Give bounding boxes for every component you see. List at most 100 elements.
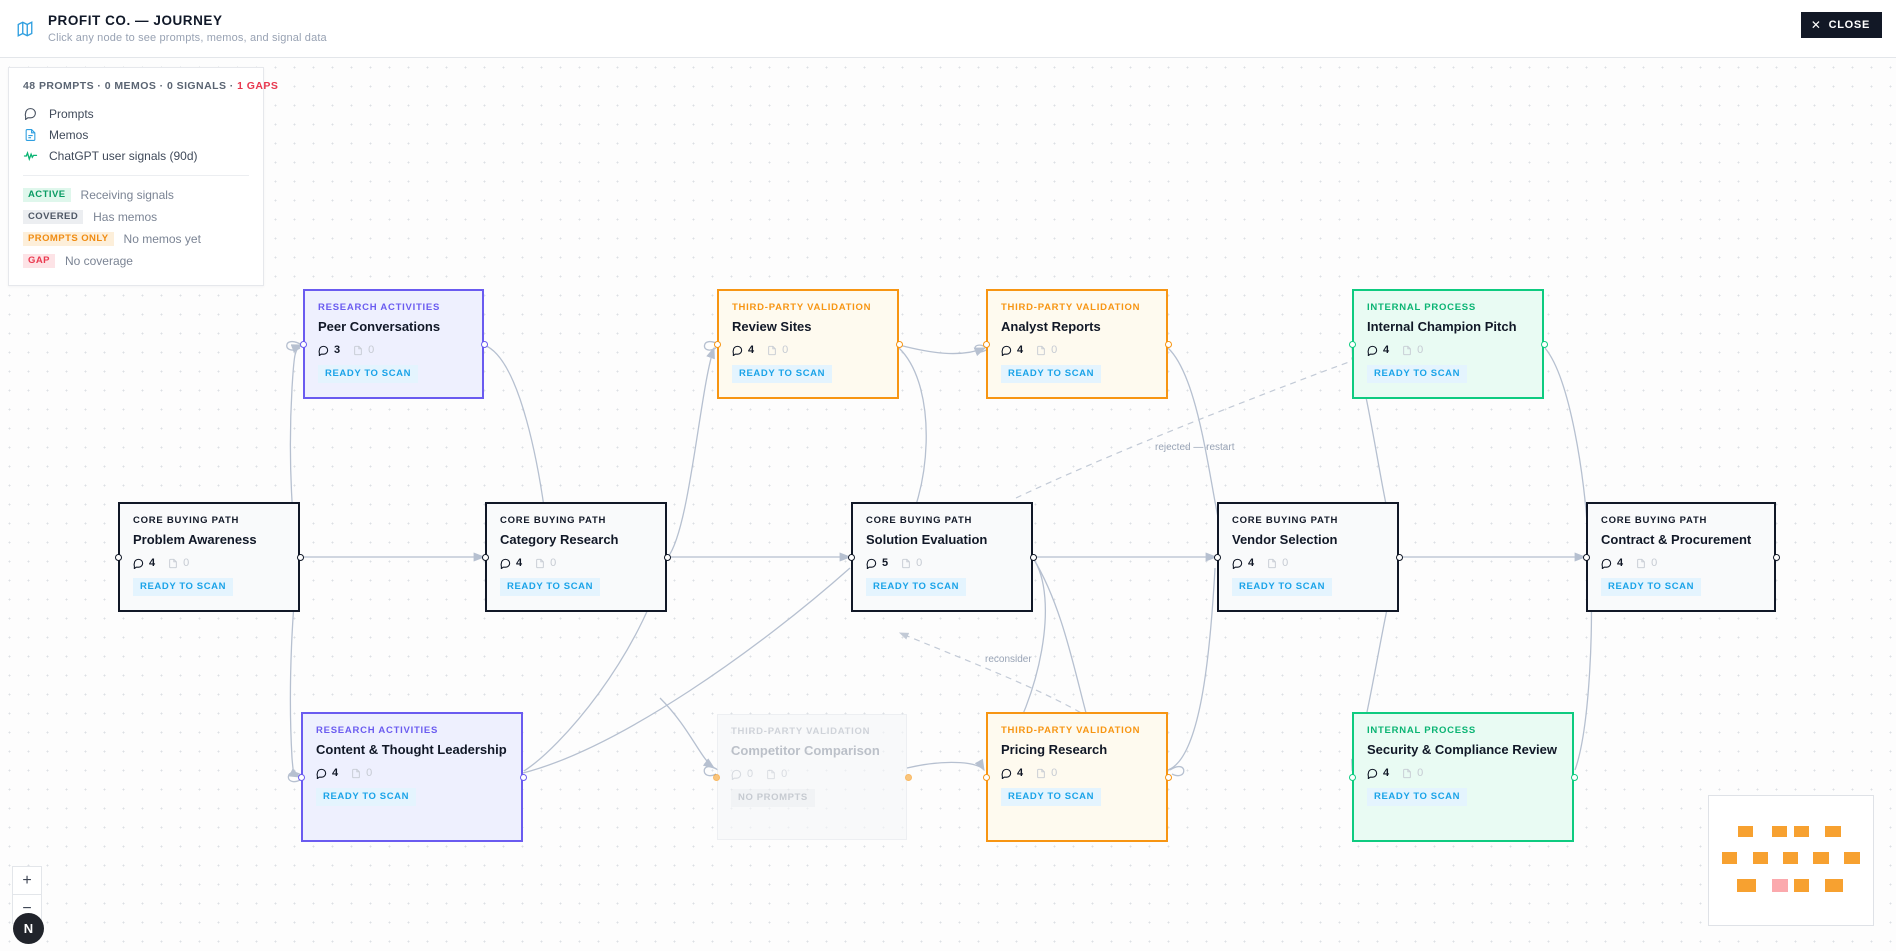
node-memo-count: 0 xyxy=(767,344,788,356)
node-port-left[interactable] xyxy=(982,773,990,781)
node-memo-count: 0 xyxy=(1036,344,1057,356)
node-prompt-value: 3 xyxy=(334,344,341,356)
page-subtitle: Click any node to see prompts, memos, an… xyxy=(48,31,327,44)
node-prompt-count: 4 xyxy=(500,557,522,569)
journey-canvas[interactable]: rejected — restart reconsider 48 PROMPTS… xyxy=(0,58,1896,951)
map-icon xyxy=(14,18,36,40)
node-port-left[interactable] xyxy=(297,773,305,781)
node-prompt-value: 4 xyxy=(332,767,339,779)
node-title: Category Research xyxy=(500,532,619,547)
node-port-left[interactable] xyxy=(847,553,855,561)
node-category-label: CORE BUYING PATH xyxy=(1601,515,1708,526)
minimap-nodes xyxy=(1709,796,1873,925)
node-port-right[interactable] xyxy=(895,340,903,348)
node-port-right[interactable] xyxy=(663,553,671,561)
node-title: Security & Compliance Review xyxy=(1367,742,1558,757)
status-badge-covered: COVERED xyxy=(23,209,84,225)
node-prompt-count: 4 xyxy=(1001,344,1023,356)
node-port-left[interactable] xyxy=(299,340,307,348)
node-title: Peer Conversations xyxy=(318,319,441,334)
minimap-node xyxy=(1771,825,1787,837)
node-port-left[interactable] xyxy=(1348,773,1356,781)
node-memo-count: 0 xyxy=(1402,767,1423,779)
node-port-left[interactable] xyxy=(114,553,122,561)
node-category-label: RESEARCH ACTIVITIES xyxy=(318,302,441,313)
minimap-node xyxy=(1794,879,1810,893)
minimap-node xyxy=(1824,825,1841,837)
status-badge-active: ACTIVE xyxy=(23,187,71,203)
node-port-right[interactable] xyxy=(1772,553,1780,561)
node-prompt-value: 4 xyxy=(1248,557,1255,569)
legend-label-memos: Memos xyxy=(49,127,89,142)
node-memo-count: 0 xyxy=(1402,344,1423,356)
zoom-in-button[interactable]: + xyxy=(13,867,41,895)
legend-badge-row-covered: COVERED Has memos xyxy=(23,206,249,228)
node-prompt-count: 4 xyxy=(1001,767,1023,779)
node-memo-count: 0 xyxy=(353,344,374,356)
status-badge-gap: GAP xyxy=(23,253,55,269)
node-status-badge: READY TO SCAN xyxy=(1001,365,1102,383)
node-port-left[interactable] xyxy=(712,773,720,781)
node-port-right[interactable] xyxy=(1395,553,1403,561)
node-category-label: CORE BUYING PATH xyxy=(133,515,240,526)
node-port-right[interactable] xyxy=(904,773,912,781)
node-title: Solution Evaluation xyxy=(866,532,988,547)
minimap[interactable] xyxy=(1708,795,1874,926)
node-port-right[interactable] xyxy=(1570,773,1578,781)
node-category-label: INTERNAL PROCESS xyxy=(1367,302,1476,313)
node-prompt-count: 4 xyxy=(732,344,754,356)
minimap-node xyxy=(1722,852,1738,864)
node-memo-value: 0 xyxy=(183,557,190,569)
minimap-node xyxy=(1813,852,1829,864)
node-prompt-value: 4 xyxy=(149,557,156,569)
node-port-right[interactable] xyxy=(1164,340,1172,348)
node-port-left[interactable] xyxy=(982,340,990,348)
node-port-right[interactable] xyxy=(1164,773,1172,781)
node-port-left[interactable] xyxy=(1348,340,1356,348)
legend-badge-row-gap: GAP No coverage xyxy=(23,250,249,272)
node-title: Internal Champion Pitch xyxy=(1367,319,1517,334)
minimap-node xyxy=(1794,825,1810,837)
node-port-right[interactable] xyxy=(519,773,527,781)
minimap-node xyxy=(1752,852,1768,864)
node-port-left[interactable] xyxy=(481,553,489,561)
brand-avatar[interactable]: N xyxy=(13,913,44,944)
close-icon: ✕ xyxy=(1810,18,1822,32)
node-title: Analyst Reports xyxy=(1001,319,1101,334)
node-status-badge: READY TO SCAN xyxy=(1367,365,1468,383)
node-memo-value: 0 xyxy=(782,344,789,356)
node-memo-value: 0 xyxy=(366,767,373,779)
close-button[interactable]: ✕ CLOSE xyxy=(1800,12,1882,38)
node-prompt-count: 4 xyxy=(316,767,338,779)
minimap-node xyxy=(1844,852,1860,864)
node-port-right[interactable] xyxy=(1540,340,1548,348)
node-port-left[interactable] xyxy=(1582,553,1590,561)
node-memo-count: 0 xyxy=(168,557,189,569)
node-title: Content & Thought Leadership xyxy=(316,742,507,757)
node-status-badge: READY TO SCAN xyxy=(1367,788,1468,806)
node-port-right[interactable] xyxy=(1029,553,1037,561)
node-port-left[interactable] xyxy=(713,340,721,348)
node-port-right[interactable] xyxy=(296,553,304,561)
node-port-left[interactable] xyxy=(1213,553,1221,561)
node-port-right[interactable] xyxy=(480,340,488,348)
close-button-label: CLOSE xyxy=(1828,19,1870,31)
